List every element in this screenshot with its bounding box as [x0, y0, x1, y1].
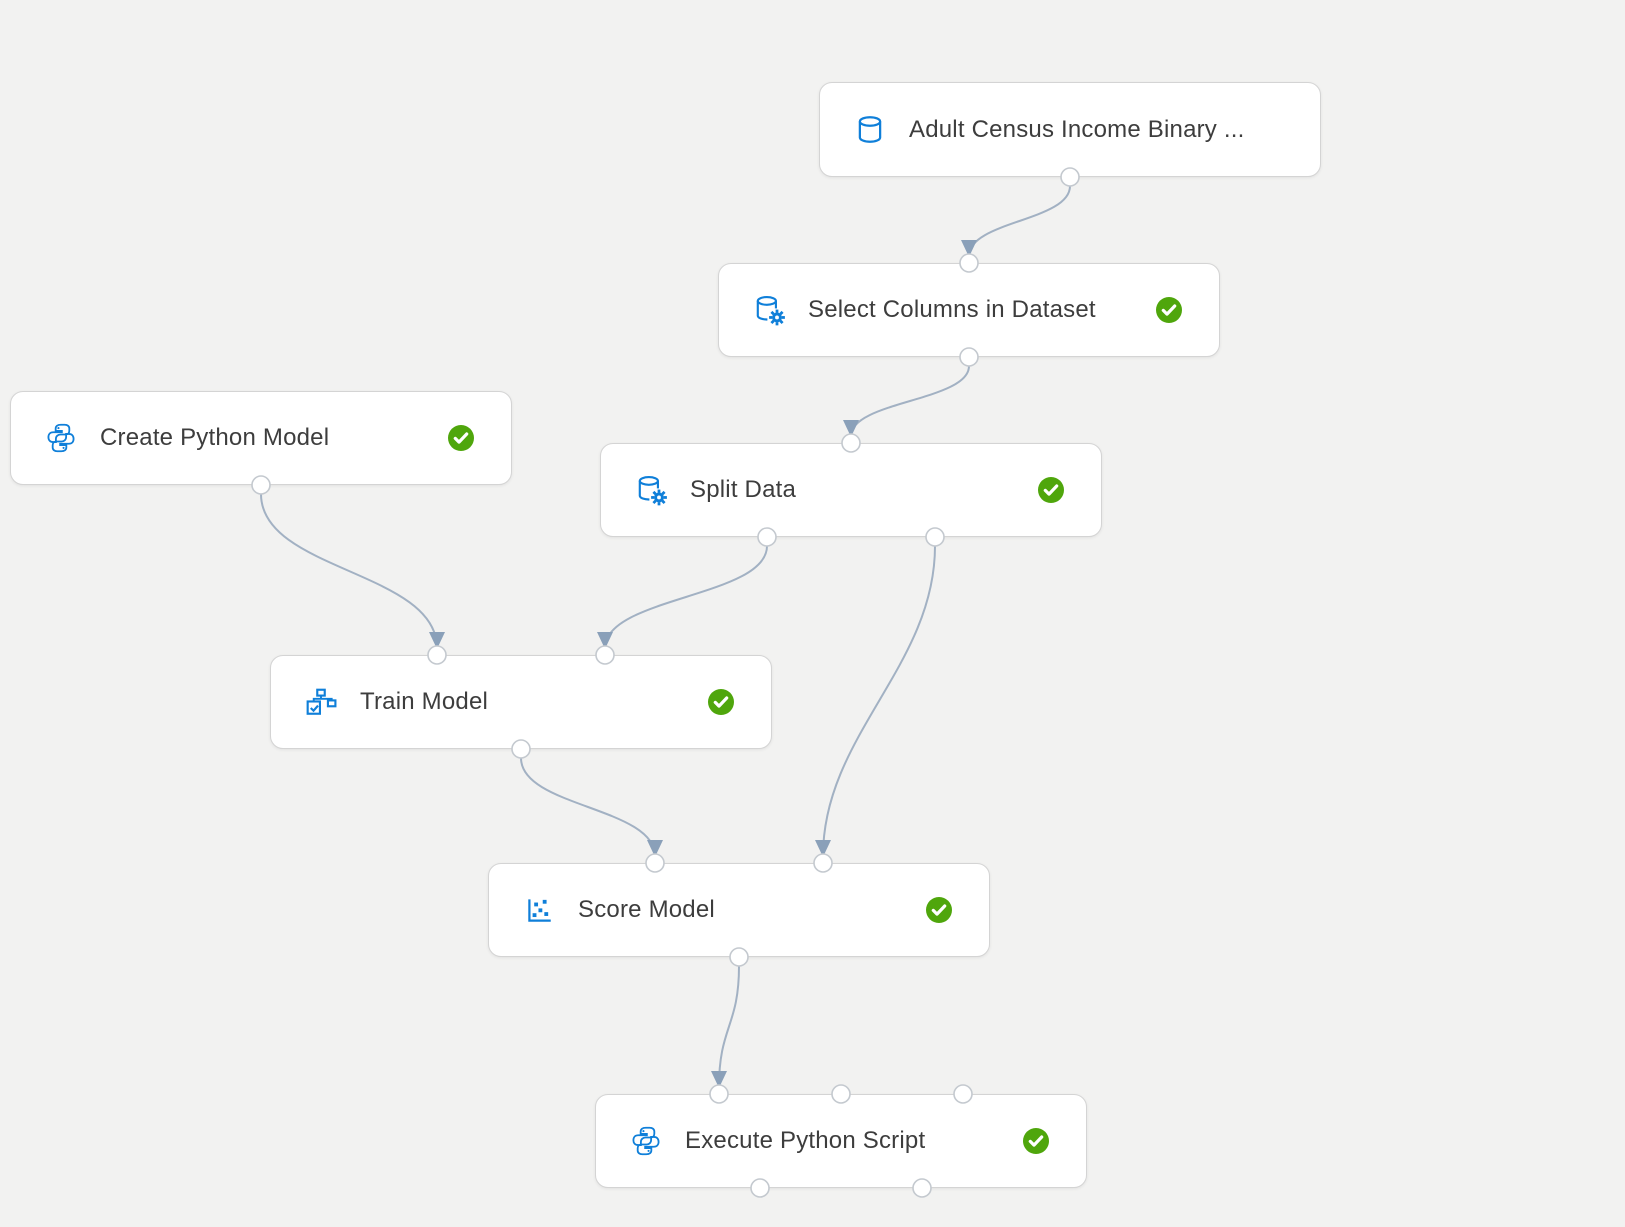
python-icon — [45, 422, 77, 454]
status-succeeded-icon — [448, 425, 474, 451]
node-split-data[interactable]: Split Data — [600, 443, 1102, 537]
node-label: Adult Census Income Binary ... — [909, 115, 1245, 143]
status-succeeded-icon — [926, 897, 952, 923]
connection-create-python-model-to-train-model[interactable] — [260, 493, 445, 649]
node-label: Execute Python Script — [685, 1127, 926, 1154]
node-label: Select Columns in Dataset — [808, 296, 1096, 323]
node-score-model[interactable]: Score Model — [488, 863, 990, 957]
node-label: Split Data — [690, 476, 797, 503]
connection-select-columns-in-dataset-to-split-data[interactable] — [843, 365, 970, 437]
connection-split-data-to-train-model[interactable] — [597, 545, 768, 649]
python-icon — [630, 1125, 662, 1157]
dataset-gear-icon — [753, 294, 785, 326]
connection-train-model-to-score-model[interactable] — [520, 757, 663, 857]
status-succeeded-icon — [1038, 477, 1064, 503]
node-execute-python-script[interactable]: Execute Python Script — [595, 1094, 1087, 1188]
status-succeeded-icon — [1023, 1128, 1049, 1154]
connection-score-model-to-execute-python-script[interactable] — [711, 965, 740, 1088]
connection-split-data-to-score-model[interactable] — [815, 545, 936, 857]
node-label: Train Model — [360, 688, 489, 715]
status-succeeded-icon — [708, 689, 734, 715]
node-select-columns-in-dataset[interactable]: Select Columns in Dataset — [718, 263, 1220, 357]
node-adult-census-dataset[interactable]: Adult Census Income Binary ... — [819, 82, 1321, 177]
node-train-model[interactable]: Train Model — [270, 655, 772, 749]
node-create-python-model[interactable]: Create Python Model — [10, 391, 512, 485]
status-succeeded-icon — [1156, 297, 1182, 323]
dataset-gear-icon — [635, 474, 667, 506]
node-label: Create Python Model — [100, 424, 330, 451]
dataset-cylinder-icon — [854, 114, 886, 146]
scatter-plot-icon — [523, 894, 555, 926]
connection-adult-census-dataset-to-select-columns-in-dataset[interactable] — [961, 185, 1071, 257]
train-model-icon — [305, 686, 337, 718]
node-label: Score Model — [578, 896, 715, 923]
